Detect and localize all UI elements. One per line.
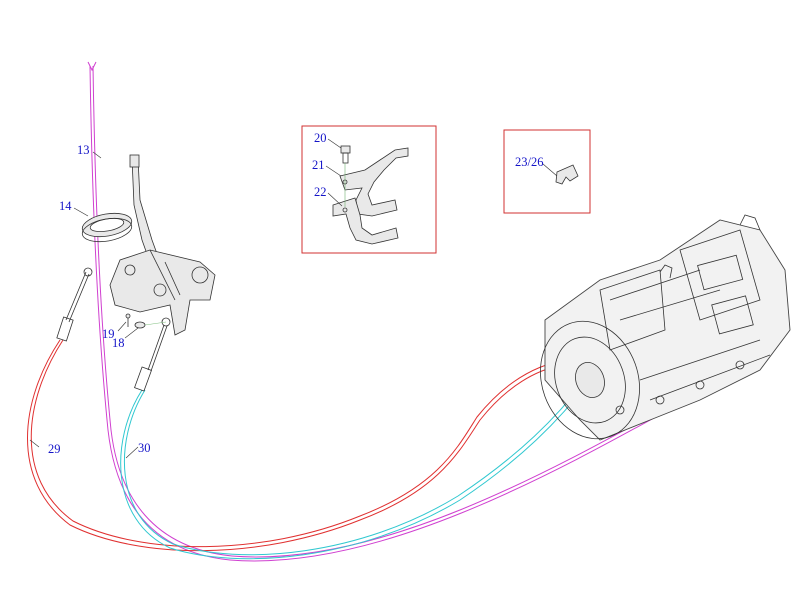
label-20: 20 — [314, 131, 327, 145]
assembly-line — [144, 321, 167, 326]
label-19: 19 — [102, 327, 115, 341]
cable-29-end-fitting — [56, 267, 93, 342]
detail-box-clip — [503, 129, 591, 214]
callout-labels: 13 14 18 19 20 21 22 23/26 29 30 — [48, 131, 543, 456]
washer-part-18 — [134, 321, 146, 329]
cable-13-end-icon — [87, 61, 97, 72]
cable-30-end-fitting — [134, 317, 171, 392]
bolt-part-20 — [340, 145, 351, 164]
label-29: 29 — [48, 442, 61, 456]
cable-13 — [87, 61, 691, 562]
leader-lines — [29, 138, 558, 459]
grommet-part-14 — [81, 212, 133, 243]
label-30: 30 — [138, 441, 151, 455]
label-21: 21 — [312, 158, 325, 172]
label-22: 22 — [314, 185, 327, 199]
label-18: 18 — [112, 336, 125, 350]
label-23-26: 23/26 — [515, 155, 543, 169]
transmission-gearbox — [540, 214, 791, 441]
label-14: 14 — [59, 199, 72, 213]
pin-part-19 — [125, 313, 131, 327]
label-13: 13 — [77, 143, 90, 157]
detail-box-brackets — [301, 125, 437, 254]
bracket-part-22 — [332, 147, 409, 245]
gear-shift-lever-housing — [109, 154, 216, 336]
clip-part-23-26 — [555, 164, 579, 185]
